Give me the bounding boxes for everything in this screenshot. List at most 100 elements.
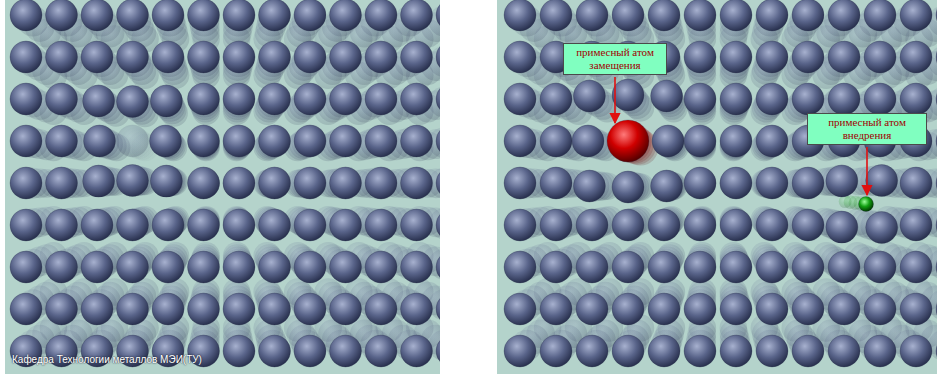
lattice-atom	[540, 167, 572, 199]
lattice-atom	[436, 0, 440, 31]
lattice-atom	[540, 335, 572, 367]
lattice-atom	[504, 167, 536, 199]
lattice-atom	[365, 167, 397, 199]
lattice-atom	[150, 165, 182, 197]
lattice-atom	[365, 83, 397, 115]
lattice-atom	[436, 209, 440, 241]
lattice-atom	[900, 293, 932, 325]
lattice-atom	[828, 251, 860, 283]
lattice-atom	[936, 83, 937, 115]
lattice-atom	[576, 251, 608, 283]
lattice-atom	[720, 83, 752, 115]
lattice-atom	[188, 293, 220, 325]
lattice-atom	[294, 41, 326, 73]
interstitial-atom	[859, 197, 874, 212]
lattice-atom	[504, 0, 536, 31]
watermark: Кафедра Технологии металлов МЭИ(ТУ)	[12, 354, 202, 366]
lattice-atom	[756, 209, 788, 241]
lattice-atom	[10, 125, 42, 157]
lattice-atom	[365, 335, 397, 367]
lattice-atom	[365, 209, 397, 241]
lattice-atom	[188, 209, 220, 241]
lattice-atom	[401, 83, 433, 115]
lattice-atom	[792, 335, 824, 367]
lattice-atom	[83, 85, 115, 117]
lattice-atom	[936, 335, 937, 367]
lattice-atom	[46, 0, 78, 31]
lattice-atom	[223, 293, 255, 325]
lattice-atom	[365, 251, 397, 283]
lattice-atom	[223, 167, 255, 199]
lattice-atom	[83, 165, 115, 197]
lattice-atom	[401, 167, 433, 199]
lattice-atom	[828, 0, 860, 31]
lattice-atom	[828, 41, 860, 73]
lattice-atom	[576, 335, 608, 367]
lattice-atom	[223, 83, 255, 115]
lattice-atom	[117, 165, 149, 197]
lattice-atom	[10, 83, 42, 115]
depth-layers	[511, 6, 937, 361]
lattice-atom	[864, 293, 896, 325]
lattice-atom	[648, 335, 680, 367]
lattice-atom	[10, 167, 42, 199]
lattice-atom	[864, 41, 896, 73]
lattice-atom	[294, 0, 326, 31]
lattice-atom	[828, 335, 860, 367]
lattice-atom	[294, 335, 326, 367]
lattice-atom	[436, 335, 440, 367]
lattice-atom	[756, 41, 788, 73]
panel-ground	[5, 0, 440, 374]
lattice-atom	[936, 0, 937, 31]
lattice-atom	[294, 125, 326, 157]
lattice-atom	[576, 0, 608, 31]
lattice-atom	[936, 293, 937, 325]
lattice-atom	[401, 41, 433, 73]
lattice-atom	[436, 167, 440, 199]
lattice-atom	[330, 335, 362, 367]
lattice-atom	[648, 251, 680, 283]
lattice-atom	[84, 125, 116, 157]
lattice-atom	[504, 125, 536, 157]
lattice-atom	[259, 335, 291, 367]
lattice-atom	[504, 209, 536, 241]
lattice-atom	[46, 83, 78, 115]
lattice-atom	[612, 335, 644, 367]
lattice-atom	[117, 209, 149, 241]
lattice-atom	[576, 209, 608, 241]
lattice-atom	[684, 167, 716, 199]
lattice-atom	[936, 167, 937, 199]
lattice-atom	[792, 293, 824, 325]
lattice-atom	[436, 41, 440, 73]
lattice-atom	[684, 209, 716, 241]
lattice-atom	[756, 251, 788, 283]
lattice-atom	[117, 41, 149, 73]
lattice-atom	[365, 293, 397, 325]
lattice-atom	[612, 79, 644, 111]
lattice-atom	[117, 0, 149, 31]
lattice-atom	[10, 0, 42, 31]
vacancy-site	[117, 125, 149, 157]
lattice-atom	[365, 125, 397, 157]
lattice-atom	[792, 83, 824, 115]
lattice-atom	[81, 251, 113, 283]
lattice-atom	[223, 335, 255, 367]
lattice-atom	[401, 0, 433, 31]
lattice-atom	[259, 167, 291, 199]
lattice-atom	[612, 293, 644, 325]
lattice-atom	[648, 209, 680, 241]
lattice-atom	[756, 83, 788, 115]
lattice-atom	[866, 165, 898, 197]
lattice-atom	[936, 251, 937, 283]
callout-text: примесный атом внедрения	[812, 116, 922, 142]
lattice-atom	[720, 167, 752, 199]
lattice-atom	[188, 0, 220, 31]
lattice-atom	[900, 167, 932, 199]
lattice-atom	[720, 209, 752, 241]
lattice-atom	[612, 209, 644, 241]
lattice-atom	[152, 209, 184, 241]
vacancy-panel	[5, 0, 440, 374]
lattice-atom	[152, 251, 184, 283]
